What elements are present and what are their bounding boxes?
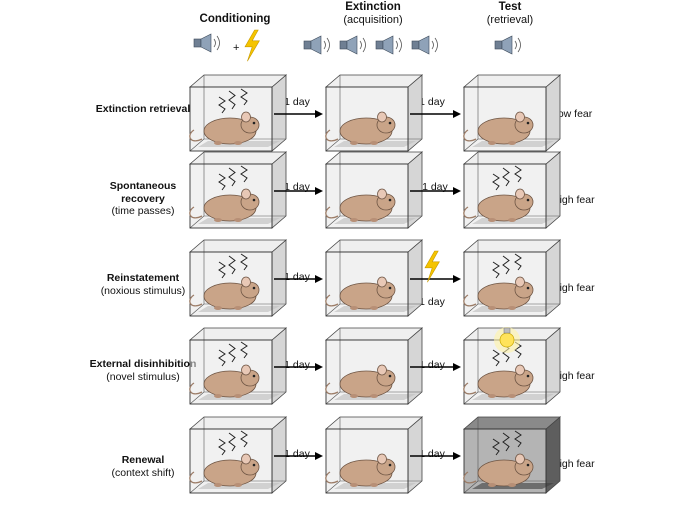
chamber-box xyxy=(326,75,422,151)
chamber-box xyxy=(464,240,560,316)
chamber-box xyxy=(190,152,286,228)
speaker-tone-icon xyxy=(304,36,330,54)
chamber-box xyxy=(464,75,560,151)
speaker-tone-icon xyxy=(495,36,521,54)
lightning-bolt-icon xyxy=(425,251,439,282)
lightning-bolt-icon xyxy=(245,30,259,61)
chamber-box xyxy=(464,417,560,493)
chamber-box xyxy=(190,328,286,404)
speaker-tone-icon xyxy=(412,36,438,54)
chamber-box xyxy=(326,152,422,228)
chamber-box xyxy=(326,417,422,493)
speaker-tone-icon xyxy=(376,36,402,54)
chamber-box xyxy=(326,240,422,316)
chamber-box xyxy=(326,328,422,404)
plus-sign: + xyxy=(233,42,239,54)
speaker-tone-icon xyxy=(194,34,220,52)
chamber-box xyxy=(190,417,286,493)
speaker-tone-icon xyxy=(340,36,366,54)
light-bulb-icon xyxy=(494,327,520,353)
chamber-box xyxy=(464,152,560,228)
chamber-box xyxy=(190,240,286,316)
chamber-box xyxy=(190,75,286,151)
